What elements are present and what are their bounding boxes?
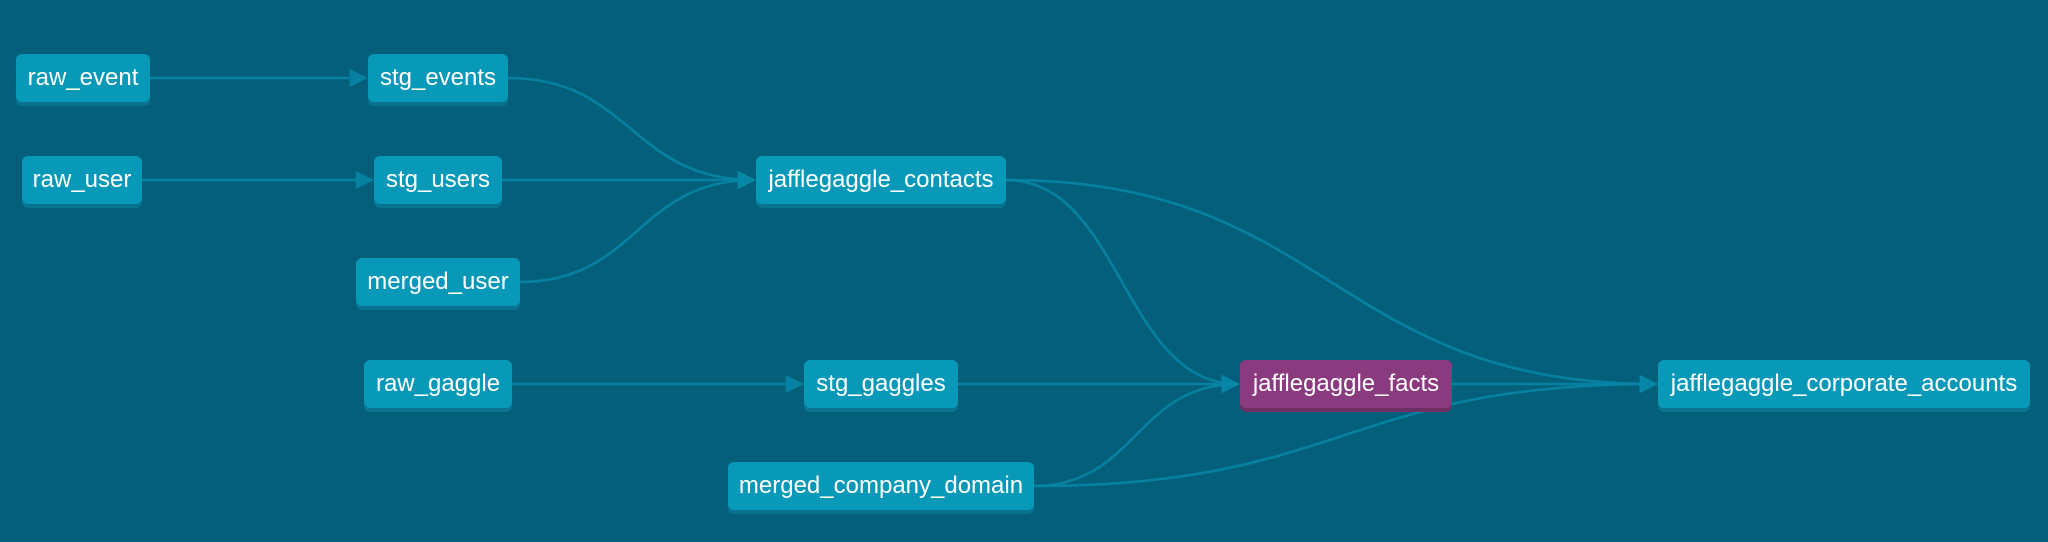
edge-merged-user-to-jafflegaggle-contacts (519, 170, 756, 284)
edge-jafflegaggle-contacts-to-jafflegaggle-corporate-accounts (1005, 178, 1658, 394)
node-raw-user[interactable]: raw_user (22, 156, 142, 204)
node-jafflegaggle-contacts[interactable]: jafflegaggle_contacts (756, 156, 1006, 204)
node-jafflegaggle-corporate-accounts[interactable]: jafflegaggle_corporate_accounts (1658, 360, 2030, 408)
node-merged-user[interactable]: merged_user (356, 258, 520, 306)
edge-stg-events-to-jafflegaggle-contacts (507, 76, 756, 190)
node-merged-company-domain[interactable]: merged_company_domain (728, 462, 1034, 510)
edge-merged-company-domain-to-jafflegaggle-corporate-accounts (1033, 374, 1658, 488)
node-raw-gaggle[interactable]: raw_gaggle (364, 360, 512, 408)
edge-group (142, 68, 1658, 488)
node-stg-gaggles[interactable]: stg_gaggles (804, 360, 958, 408)
node-jafflegaggle-facts[interactable]: jafflegaggle_facts (1240, 360, 1452, 408)
node-stg-events[interactable]: stg_events (368, 54, 508, 102)
node-stg-users[interactable]: stg_users (374, 156, 502, 204)
edge-jafflegaggle-contacts-to-jafflegaggle-facts (1005, 178, 1240, 394)
node-raw-event[interactable]: raw_event (16, 54, 150, 102)
edge-merged-company-domain-to-jafflegaggle-facts (1033, 374, 1240, 488)
